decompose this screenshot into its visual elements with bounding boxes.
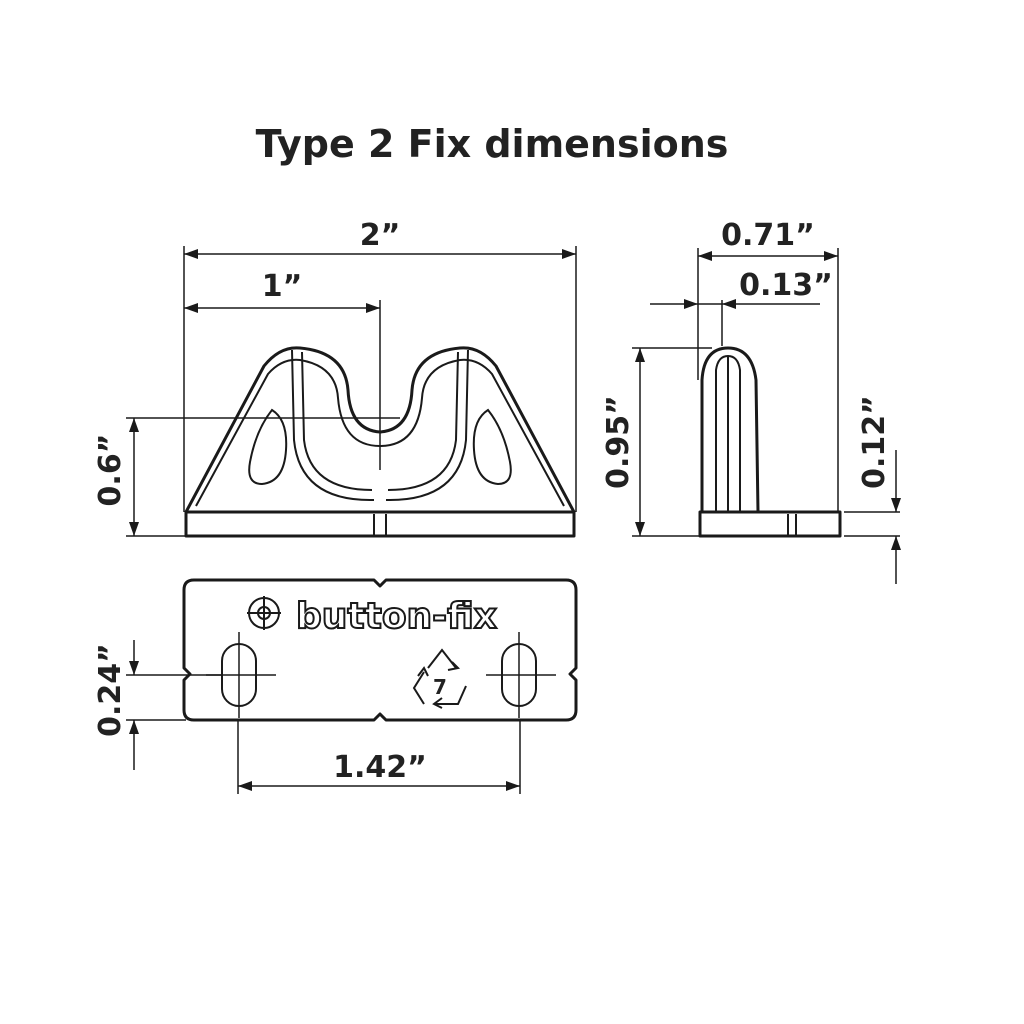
side-view-base-notch [787, 514, 797, 536]
front-view-left-hole [248, 408, 288, 486]
screw-icon [247, 596, 281, 630]
dimension-label-fin-thickness: 0.13” [739, 268, 833, 303]
side-view [698, 346, 842, 538]
dimension-label-slot-height: 0.24” [93, 643, 128, 737]
dimension-slot-spacing: 1.42” [237, 720, 521, 794]
dimension-label-base-thickness: 0.12” [857, 395, 892, 489]
dimension-label-overall-width: 2” [360, 218, 401, 253]
dimension-center-offset: 1” [184, 269, 380, 313]
front-view [126, 300, 576, 538]
dimension-label-base-to-center: 0.6” [93, 434, 128, 507]
bottom-view-slot-centerlines [206, 632, 556, 718]
recycle-code: 7 [433, 675, 447, 699]
side-view-fin-ribs [715, 355, 741, 512]
bottom-view-plate [182, 578, 578, 722]
dimension-side-depth: 0.71” [697, 218, 839, 512]
dimension-slot-height: 0.24” [93, 640, 222, 770]
dimension-label-slot-spacing: 1.42” [333, 750, 427, 785]
page-title: Type 2 Fix dimensions [256, 122, 729, 166]
bottom-view: button-fix 7 [182, 578, 578, 722]
front-view-cradle-inner [301, 351, 459, 491]
front-view-base-notch [373, 514, 387, 536]
front-view-right-hole [472, 408, 512, 486]
brand-label: button-fix [296, 596, 497, 637]
dimension-fin-thickness: 0.13” [650, 268, 833, 346]
dimension-label-side-height: 0.95” [601, 395, 636, 489]
front-view-base [184, 510, 576, 538]
side-view-fin [700, 346, 760, 514]
front-view-cradle [291, 349, 469, 501]
dimension-label-center-offset: 1” [262, 269, 303, 304]
recycle-icon: 7 [412, 648, 467, 709]
dimension-base-to-center: 0.6” [93, 418, 186, 537]
dimension-side-height: 0.95” [601, 347, 712, 537]
front-view-centerline [126, 300, 400, 470]
dimension-label-side-depth: 0.71” [721, 218, 815, 253]
side-view-base [698, 510, 842, 538]
dimension-base-thickness: 0.12” [844, 395, 901, 584]
dimension-overall-width: 2” [183, 218, 577, 512]
